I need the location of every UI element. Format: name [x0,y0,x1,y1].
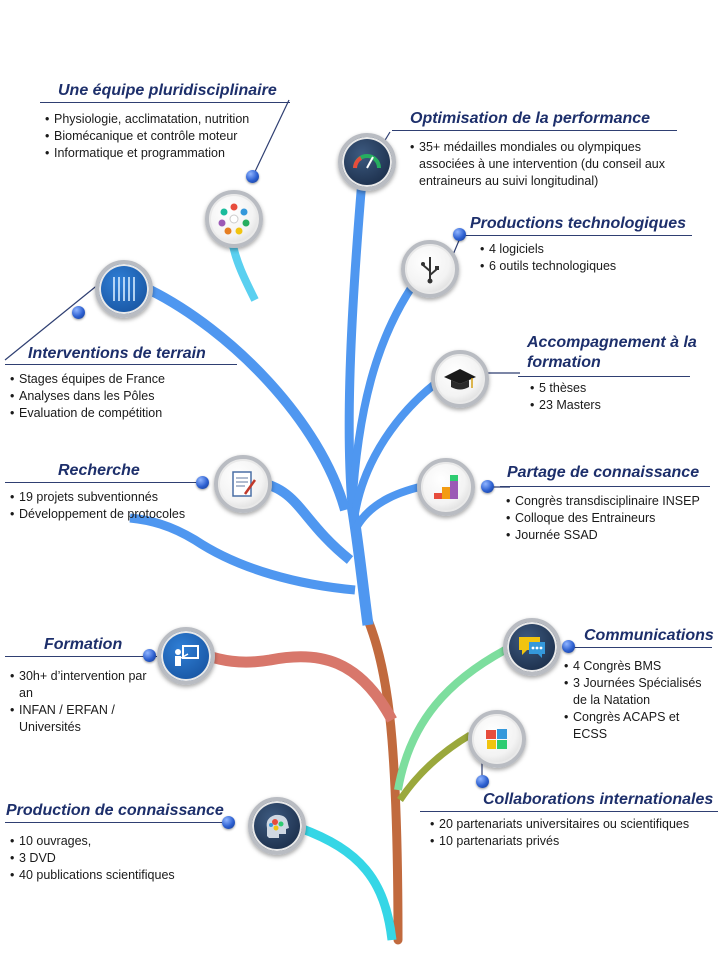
list-item: 19 projets subventionnés [10,489,240,506]
knob [196,476,209,489]
graduation-cap-icon [431,350,489,408]
list-item: Développement de protocoles [10,506,240,523]
list-item: Congrès transdisciplinaire INSEP [506,493,716,510]
list-productions: 4 logiciels 6 outils technologiques [480,241,680,275]
list-item: 3 DVD [10,850,240,867]
list-partage: Congrès transdisciplinaire INSEP Colloqu… [506,493,716,544]
puzzle-globe-icon [468,710,526,768]
knob [453,228,466,241]
trunk [363,615,403,945]
rule-productions [462,235,692,236]
list-communications: 4 Congrès BMS 3 Journées Spécialisés de … [564,658,714,743]
branch-equipe [228,239,259,302]
branch-productions [348,272,424,511]
list-accompagnement: 5 thèses 23 Masters [530,380,690,414]
puzzle-stairs-icon [417,458,475,516]
list-production-connaissance: 10 ouvrages, 3 DVD 40 publications scien… [10,833,240,884]
knob [562,640,575,653]
list-item: Stages équipes de France [10,371,240,388]
list-collaborations: 20 partenariats universitaires ou scient… [430,816,720,850]
knob [246,170,259,183]
list-interventions: Stages équipes de France Analyses dans l… [10,371,240,422]
knob [476,775,489,788]
branch-formation [203,649,397,723]
rule-equipe [40,102,290,103]
title-communications: Communications [584,627,714,644]
title-interventions: Interventions de terrain [28,345,206,362]
list-item: 23 Masters [530,397,690,414]
rule-formation [5,656,157,657]
list-item: Congrès ACAPS et ECSS [564,709,714,743]
rule-interventions [5,364,237,365]
rule-production-connaissance [5,822,230,823]
list-equipe: Physiologie, acclimatation, nutrition Bi… [45,111,285,162]
list-item: 30h+ d’intervention par an [10,668,160,702]
branch-optimisation [344,179,367,506]
list-item: 3 Journées Spécialisés de la Natation [564,675,714,709]
list-item: Biomécanique et contrôle moteur [45,128,285,145]
rule-partage [500,486,710,487]
title-partage: Partage de connaissance [507,464,700,481]
people-circle-icon [205,190,263,248]
title-optimisation: Optimisation de la performance [410,110,651,127]
branch-collaborations [397,731,472,802]
title-equipe: Une équipe pluridisciplinaire [58,82,277,99]
knob [72,306,85,319]
branch-communications [394,646,507,791]
rule-collaborations [420,811,718,812]
knob [222,816,235,829]
list-formation: 30h+ d’intervention par an INFAN / ERFAN… [10,668,160,736]
document-pen-icon [214,455,272,513]
rule-accompagnement [518,376,690,377]
knob [143,649,156,662]
branch-production-connaissance [298,823,397,941]
title-formation: Formation [44,636,123,653]
list-item: Physiologie, acclimatation, nutrition [45,111,285,128]
pool-lanes-icon [95,260,153,318]
title-productions: Productions technologiques [470,215,687,232]
list-item: 40 publications scientifiques [10,867,240,884]
list-item: Informatique et programmation [45,145,285,162]
list-item: Journée SSAD [506,527,716,544]
list-item: 5 thèses [530,380,690,397]
branch-accompagnement [350,376,443,521]
list-item: 6 outils technologiques [480,258,680,275]
list-item: Evaluation de compétition [10,405,240,422]
list-item: Colloque des Entraineurs [506,510,716,527]
title-production-connaissance: Production de connaissance [6,802,224,819]
rule-recherche [5,482,205,483]
list-item: 35+ médailles mondiales ou olympiques as… [410,139,680,190]
list-item: 10 partenariats privés [430,833,720,850]
rule-communications [572,647,712,648]
title-recherche: Recherche [58,462,140,479]
knob [481,480,494,493]
list-item: 20 partenariats universitaires ou scient… [430,816,720,833]
usb-icon [401,240,459,298]
list-item: 4 Congrès BMS [564,658,714,675]
list-item: INFAN / ERFAN / Universités [10,702,160,736]
title-collaborations: Collaborations internationales [483,791,714,808]
list-item: Analyses dans les Pôles [10,388,240,405]
list-item: 10 ouvrages, [10,833,240,850]
brain-gears-icon [248,797,306,855]
list-recherche: 19 projets subventionnés Développement d… [10,489,240,523]
speech-bubble-icon [503,618,561,676]
rule-optimisation [392,130,677,131]
list-optimisation: 35+ médailles mondiales ou olympiques as… [410,139,680,190]
presentation-icon [157,627,215,685]
branch-interventions [147,285,350,512]
list-item: 4 logiciels [480,241,680,258]
gauge-icon [338,133,396,191]
title-accompagnement: Accompagnement à la formation [527,334,697,371]
